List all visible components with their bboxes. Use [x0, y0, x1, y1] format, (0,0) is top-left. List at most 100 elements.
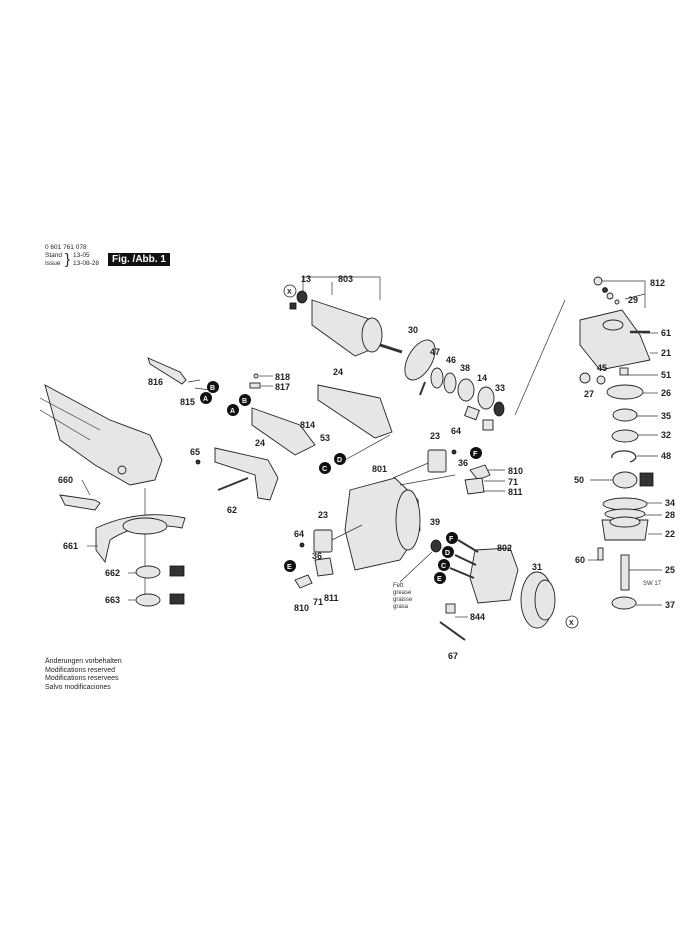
wrench-size-note: SW 17 [643, 581, 662, 587]
label-34: 34 [665, 498, 675, 508]
armature-assembly: X [283, 276, 403, 357]
drawing-header: 0 601 761 078 Stand Issue } 13-05 13-08-… [45, 244, 99, 268]
brush-811 [464, 477, 485, 495]
bearing-32 [611, 429, 639, 443]
label-65: 65 [190, 447, 200, 457]
label-23-right: 23 [430, 431, 440, 441]
label-31: 31 [532, 562, 542, 572]
label-818: 818 [275, 372, 290, 382]
callout-c: C [322, 466, 327, 473]
auxiliary-handle-660 [59, 494, 101, 511]
label-64-right: 64 [451, 426, 461, 436]
spindle-25 [620, 554, 630, 591]
screw-62 [217, 477, 249, 491]
stator-802 [469, 547, 519, 604]
stand-value: 13-05 [73, 252, 90, 259]
figure-label: Fig. /Abb. 1 [108, 253, 170, 266]
label-663: 663 [105, 595, 120, 605]
leader-lines [81, 332, 662, 618]
wrench-icon-662 [169, 565, 185, 577]
callout-d: D [337, 457, 342, 464]
screw-67 [439, 621, 466, 641]
screw-65 [195, 459, 201, 465]
brush-holder-left [464, 405, 480, 421]
nut-662 [135, 565, 161, 579]
gear-26 [606, 384, 644, 400]
x-marker-2 [565, 615, 579, 629]
label-803: 803 [338, 274, 353, 284]
label-50: 50 [574, 475, 584, 485]
part-46 [443, 372, 457, 394]
note-fr: Modifications reservees [45, 675, 119, 682]
label-812: 812 [650, 278, 665, 288]
modification-notes: Änderungen vorbehalten Modifications res… [45, 658, 122, 692]
label-36-right: 36 [458, 458, 468, 468]
callout-a-2: A [230, 408, 235, 415]
label-64-left: 64 [294, 529, 304, 539]
label-815: 815 [180, 397, 195, 407]
label-35: 35 [661, 411, 671, 421]
gear-head-assembly [579, 276, 654, 610]
label-61: 61 [661, 328, 671, 338]
label-26: 26 [661, 388, 671, 398]
label-23-left: 23 [318, 510, 328, 520]
x-marker [283, 284, 297, 298]
note-en: Modifications reserved [45, 666, 116, 674]
grease-note-fr: graisse [393, 597, 413, 603]
bearing-50 [612, 471, 638, 489]
callout-f-2: F [449, 536, 454, 543]
ring-33 [493, 401, 505, 417]
label-30: 30 [408, 325, 418, 335]
label-810-right: 810 [508, 466, 523, 476]
screw-60 [597, 547, 604, 561]
label-814: 814 [300, 420, 315, 430]
tool-icon-50 [639, 472, 654, 487]
bevel-gear-30 [404, 339, 436, 381]
grinder-assembly [39, 384, 186, 607]
label-811-right: 811 [508, 487, 523, 497]
part-27 [579, 372, 591, 384]
label-46: 46 [446, 355, 456, 365]
guard-661 [95, 514, 186, 564]
callout-f: F [473, 451, 478, 458]
label-39: 39 [430, 517, 440, 527]
label-51: 51 [661, 370, 671, 380]
note-es: Salvo modificaciones [45, 683, 111, 691]
cable-816 [147, 357, 187, 385]
label-27: 27 [584, 389, 594, 399]
label-22: 22 [665, 529, 675, 539]
bearing-14 [477, 386, 495, 410]
label-802: 802 [497, 543, 512, 553]
circlip-48 [611, 450, 637, 463]
cable-and-switch: B A B A D C [147, 357, 393, 501]
issue-label: Issue [45, 260, 61, 267]
label-816: 816 [148, 377, 163, 387]
bearing-38 [457, 378, 475, 402]
flange-37 [611, 596, 637, 610]
callout-e: E [287, 564, 292, 571]
grease-note-de: Fett [393, 583, 404, 589]
label-29: 29 [628, 295, 638, 305]
label-67: 67 [448, 651, 458, 661]
rubber-ring [289, 302, 297, 310]
label-24-bottom: 24 [255, 438, 265, 448]
callout-e-2: E [437, 576, 442, 583]
label-25: 25 [665, 565, 675, 575]
x-marker-2-label: X [569, 620, 574, 627]
label-801: 801 [372, 464, 387, 474]
ring-34 [602, 497, 648, 511]
clip-844 [445, 603, 456, 614]
grease-note-en: grease [393, 590, 412, 596]
label-37: 37 [665, 600, 675, 610]
wrench-icon-663 [169, 593, 185, 605]
cable-810 [469, 464, 491, 481]
label-817: 817 [275, 382, 290, 392]
callout-d-2: D [445, 550, 450, 557]
label-33: 33 [495, 383, 505, 393]
note-de: Änderungen vorbehalten [45, 658, 122, 665]
label-661: 661 [63, 541, 78, 551]
part-812-cap [593, 276, 603, 286]
part-number: 0 601 761 078 [45, 244, 87, 251]
handle-half-24 [317, 384, 393, 439]
